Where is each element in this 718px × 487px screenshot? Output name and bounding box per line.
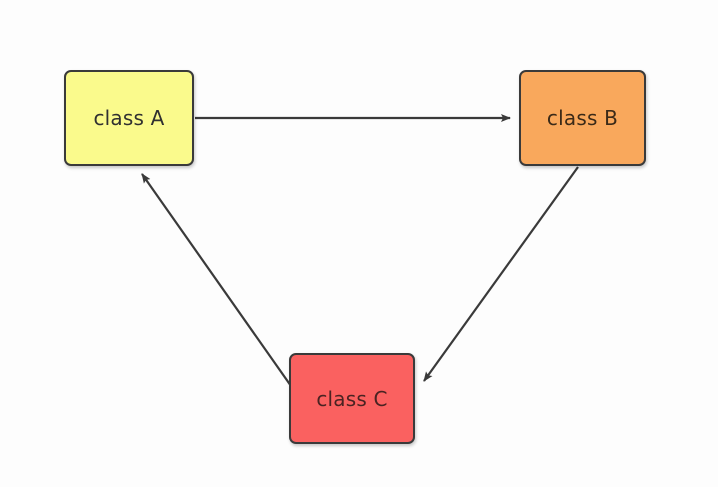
edge-class-b-to-class-c [423, 166, 579, 382]
node-class-a[interactable]: class A [64, 70, 194, 166]
node-class-c[interactable]: class C [289, 353, 415, 444]
node-class-a-label: class A [93, 106, 165, 130]
node-class-c-label: class C [316, 386, 388, 411]
node-class-b[interactable]: class B [519, 70, 646, 166]
edge-class-c-to-class-a [141, 173, 292, 387]
node-class-b-label: class B [546, 106, 619, 130]
